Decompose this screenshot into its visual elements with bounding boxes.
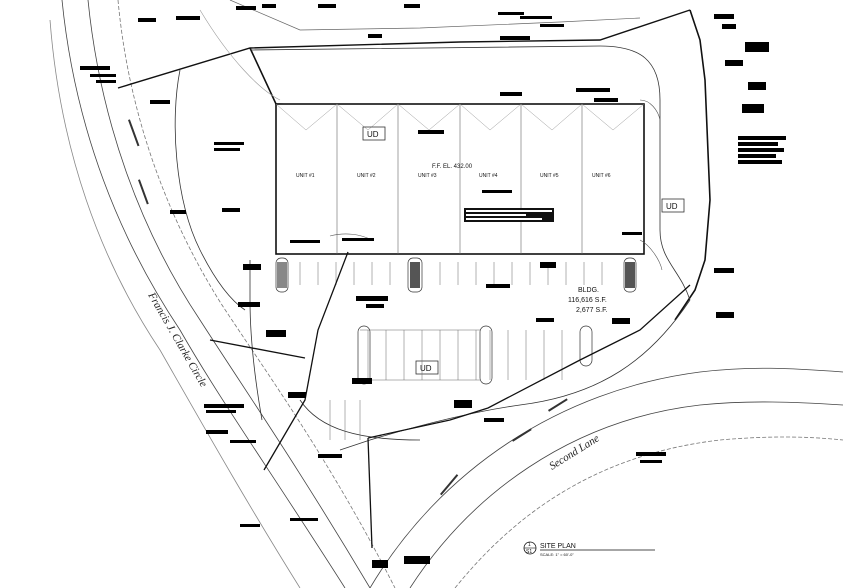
ud-marker: UD (661, 198, 685, 213)
unit-label: UNIT #1 (296, 173, 315, 179)
unit-label: UNIT #6 (592, 173, 611, 179)
building-area-line: 2,677 S.F. (576, 307, 608, 314)
building-note-block (464, 208, 554, 222)
sheet-title-block: 1 S1 SITE PLAN SCALE: 1" = 60'-0" (523, 541, 655, 557)
corridor-tick-labels (127, 119, 568, 496)
sheet-scale: SCALE: 1" = 60'-0" (540, 552, 574, 557)
building-area-line: BLDG. (578, 287, 599, 294)
sheet-number: 1 (528, 542, 531, 548)
floor-elevation: F.F. EL. 432.00 (432, 164, 473, 170)
svg-text:UD: UD (666, 202, 678, 211)
sheet-title: SITE PLAN (540, 543, 576, 550)
ud-marker: UD (362, 126, 386, 141)
annotation-blocks (80, 4, 786, 568)
building-area-line: 116,616 S.F. (568, 297, 607, 304)
building-footprint (275, 103, 645, 255)
ud-marker: UD (415, 360, 439, 375)
svg-text:UD: UD (420, 364, 432, 373)
second-lane-road (369, 367, 843, 588)
landscape-islands (275, 257, 637, 385)
francis-clarke-circle-road (49, 0, 396, 588)
unit-label: UNIT #5 (540, 173, 559, 179)
unit-label: UNIT #4 (479, 173, 498, 179)
svg-text:UD: UD (367, 130, 379, 139)
unit-label: UNIT #2 (357, 173, 376, 179)
parking-stalls (299, 262, 603, 440)
hatched-islands (277, 262, 635, 288)
unit-label: UNIT #3 (418, 173, 437, 179)
sheet-reference: S1 (526, 549, 532, 555)
utility-lines (209, 251, 691, 549)
